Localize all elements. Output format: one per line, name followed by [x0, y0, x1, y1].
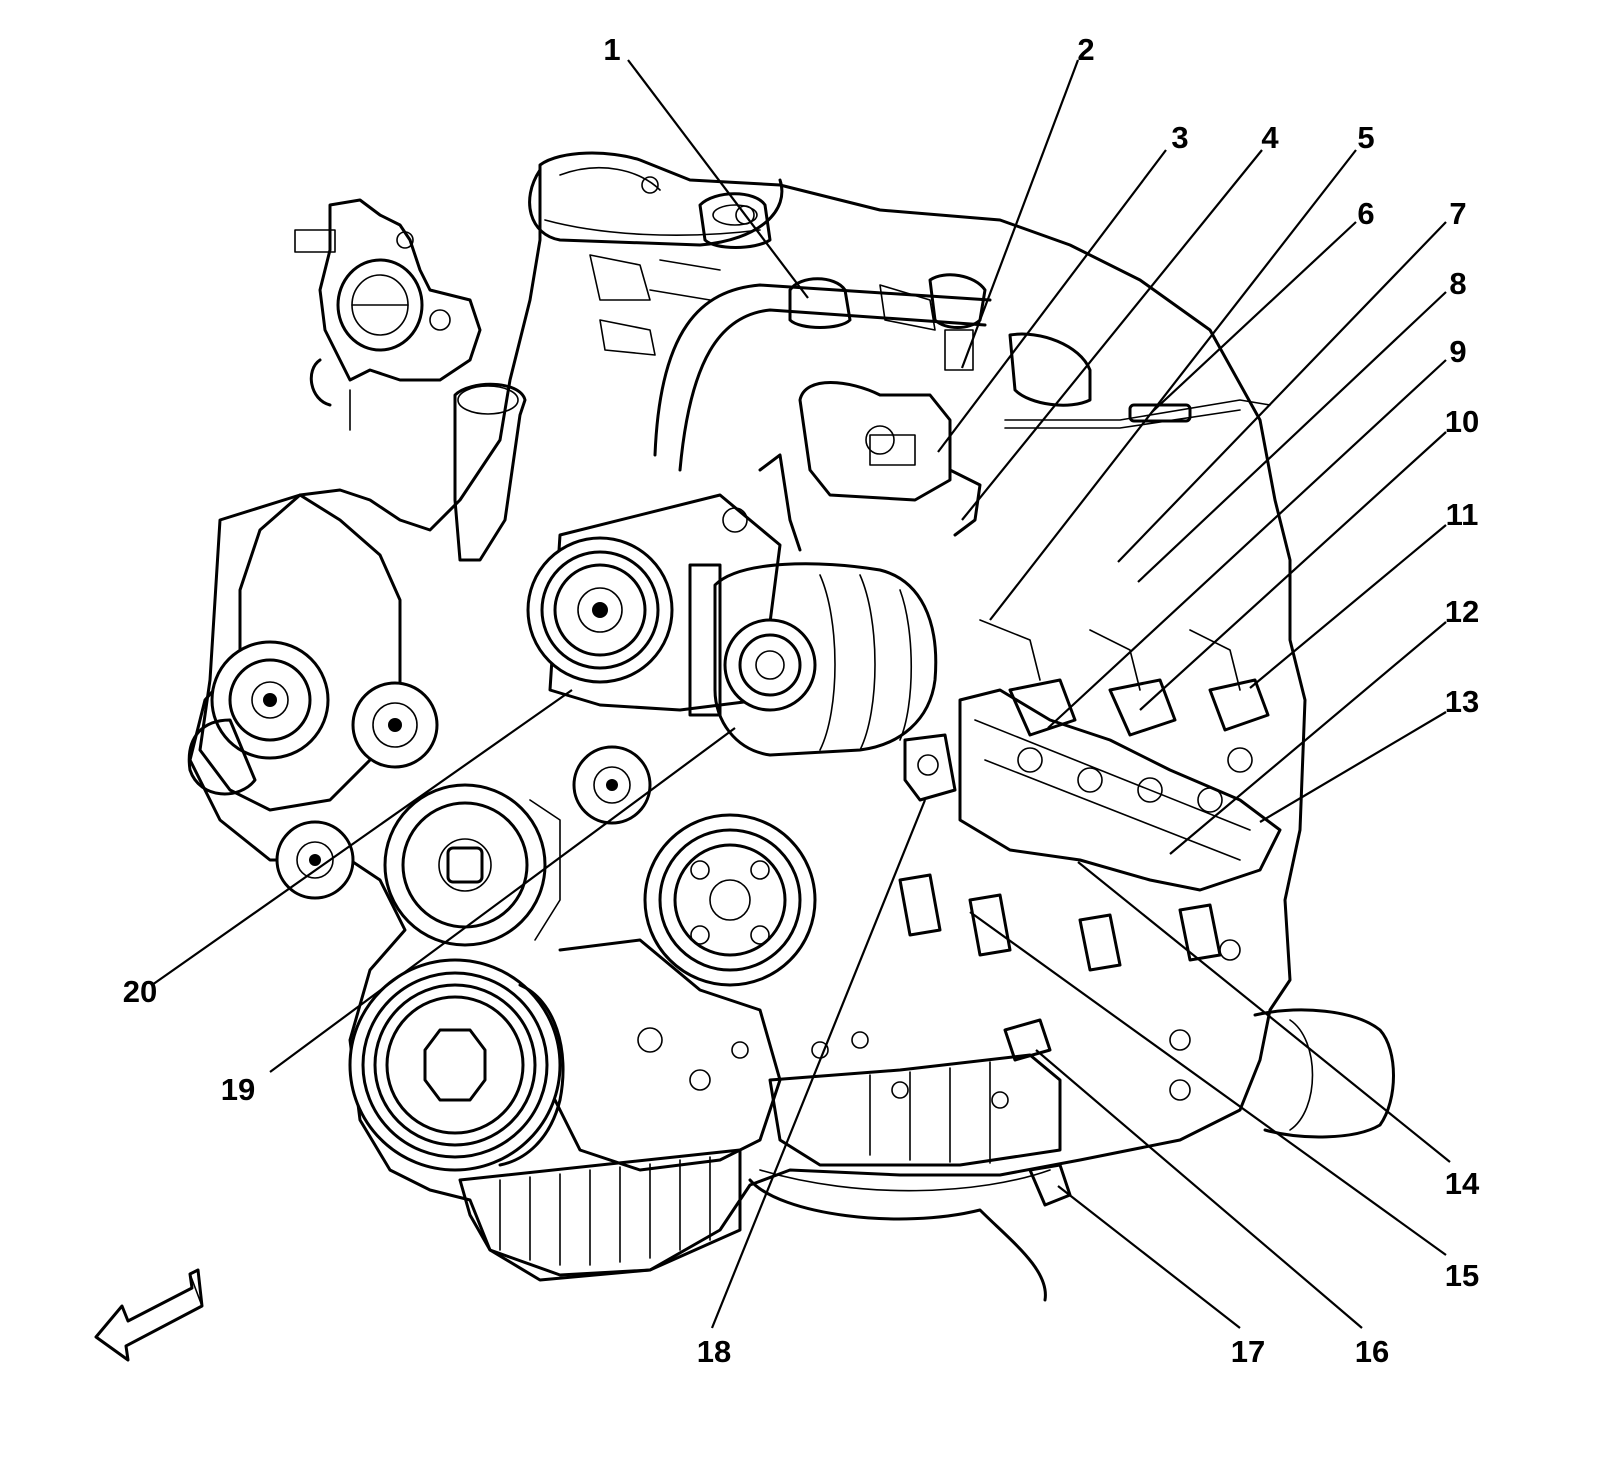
leader-18 — [710, 799, 927, 1329]
callout-11: 11 — [1446, 497, 1479, 532]
callout-14: 14 — [1445, 1166, 1480, 1201]
leader-19 — [269, 727, 736, 1073]
leader-7 — [1117, 221, 1447, 563]
leader-13 — [1259, 711, 1447, 823]
front-direction-arrow — [94, 1268, 204, 1362]
leader-8 — [1137, 291, 1447, 583]
injector-bank — [979, 619, 1270, 813]
leader-12 — [1169, 621, 1447, 855]
leader-10 — [1139, 431, 1447, 711]
leader-14 — [1077, 861, 1451, 1163]
callout-2: 2 — [1077, 32, 1094, 67]
callout-15: 15 — [1445, 1258, 1479, 1293]
callout-1: 1 — [603, 32, 620, 67]
callout-7: 7 — [1449, 196, 1466, 231]
leader-5 — [989, 149, 1357, 621]
leader-17 — [1057, 1185, 1241, 1329]
leader-3 — [937, 149, 1167, 453]
callout-6: 6 — [1357, 196, 1374, 231]
callout-12: 12 — [1445, 594, 1479, 629]
leader-lines — [151, 59, 1451, 1329]
engine-illustration — [187, 151, 1395, 1302]
leader-6 — [1151, 221, 1357, 413]
callout-5: 5 — [1357, 120, 1374, 155]
leader-16 — [1035, 1049, 1363, 1329]
callout-20: 20 — [123, 974, 157, 1009]
callout-19: 19 — [221, 1072, 255, 1107]
callout-8: 8 — [1449, 266, 1466, 301]
callout-17: 17 — [1231, 1334, 1265, 1369]
leader-4 — [961, 149, 1263, 521]
leader-1 — [627, 59, 809, 299]
leader-2 — [960, 59, 1080, 369]
callout-13: 13 — [1445, 684, 1479, 719]
leader-15 — [969, 911, 1447, 1256]
leader-9 — [1047, 359, 1447, 729]
callout-10: 10 — [1445, 404, 1479, 439]
callout-16: 16 — [1355, 1334, 1389, 1369]
leader-11 — [1249, 524, 1447, 689]
callout-3: 3 — [1171, 120, 1188, 155]
callout-4: 4 — [1261, 120, 1279, 155]
leader-20 — [151, 689, 573, 986]
callout-9: 9 — [1449, 334, 1466, 369]
callout-labels: 1 2 3 4 5 6 7 8 9 10 11 12 13 14 15 16 1… — [123, 32, 1480, 1369]
callout-18: 18 — [697, 1334, 731, 1369]
